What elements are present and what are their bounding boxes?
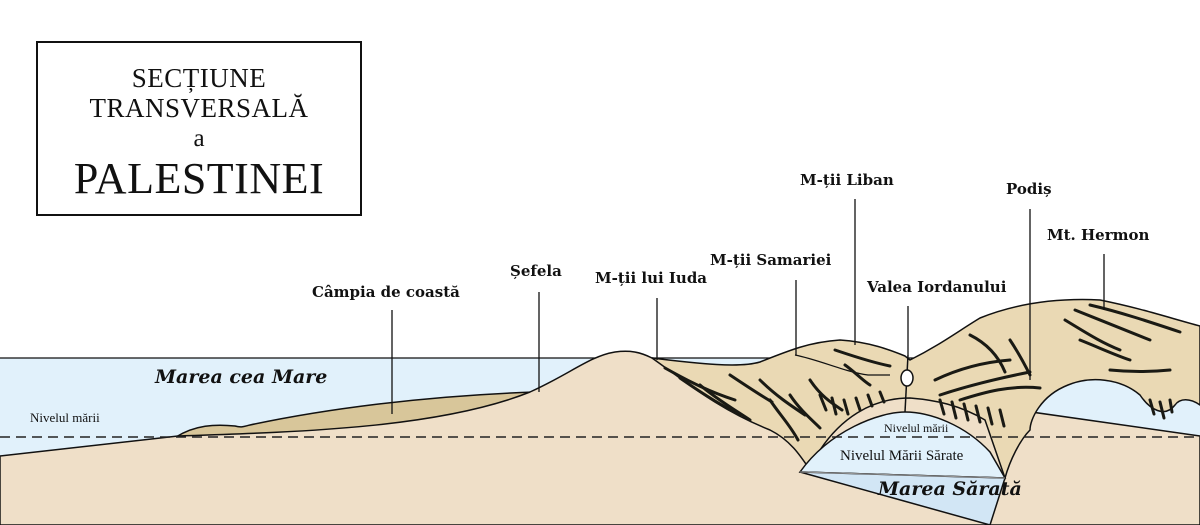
title-line-2: TRANSVERSALĂ [89, 93, 309, 123]
label-jordan-valley: Valea Iordanului [867, 278, 1007, 296]
label-shephelah: Șefela [510, 262, 562, 280]
samaria-contour [794, 354, 890, 376]
label-mt-hermon: Mt. Hermon [1047, 226, 1150, 244]
label-great-sea: Marea cea Mare [155, 366, 328, 388]
label-sea-level-inner: Nivelul mării [884, 421, 949, 435]
label-plateau: Podiș [1006, 180, 1052, 198]
title-line-3: a [193, 125, 205, 152]
title-box: SECȚIUNE TRANSVERSALĂ a PALESTINEI [36, 41, 362, 216]
title-line-4: PALESTINEI [73, 154, 325, 203]
label-coastal-plain: Câmpia de coastă [312, 283, 460, 301]
jordan-river-circle [900, 369, 914, 387]
label-sea-level: Nivelul mării [30, 410, 100, 425]
label-judah-mountains: M-ții lui Iuda [595, 269, 708, 287]
rock-hatching [663, 303, 1182, 442]
label-lebanon-mountains: M-ții Liban [800, 171, 894, 189]
leader-lines [391, 199, 1105, 414]
mountain-ridges [651, 298, 1200, 481]
label-dead-sea-level: Nivelul Mării Sărate [840, 448, 964, 464]
dead-sea-level-line [799, 471, 1006, 479]
title-line-1: SECȚIUNE [131, 63, 267, 93]
label-dead-sea: Marea Sărată [878, 478, 1022, 500]
label-samaria-mountains: M-ții Samariei [710, 251, 832, 269]
